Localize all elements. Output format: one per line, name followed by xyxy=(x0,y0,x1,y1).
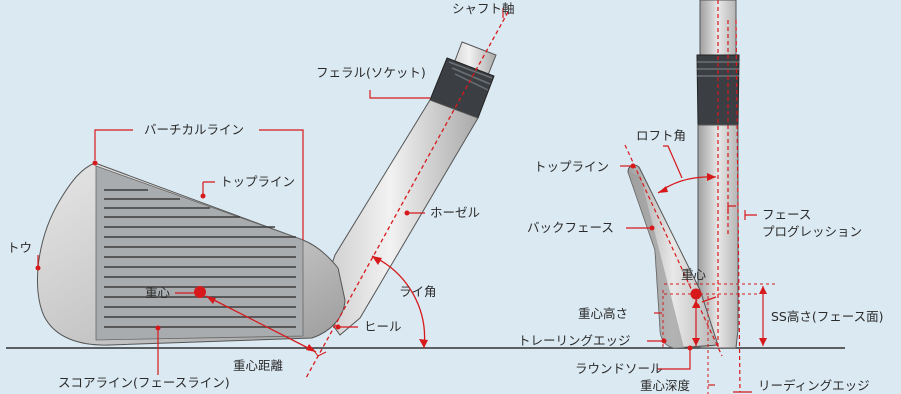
front-iron-club xyxy=(35,8,509,379)
label-vertical-line: バーチカルライン xyxy=(144,122,244,137)
label-loft-angle: ロフト角 xyxy=(636,128,686,143)
cog-distance-arrow xyxy=(205,295,317,353)
label-cog-side: 重心 xyxy=(681,267,707,282)
label-lie-angle: ライ角 xyxy=(399,284,437,299)
label-top-line-side: トップライン xyxy=(534,159,609,174)
label-ferrule: フェラル(ソケット) xyxy=(316,65,426,80)
cog-depth-arrow xyxy=(701,296,717,303)
face-plane-line xyxy=(624,144,723,357)
front-hosel xyxy=(317,99,479,336)
label-cog-distance: 重心距離 xyxy=(233,358,284,373)
score-lines xyxy=(104,189,296,328)
label-heel: ヒール xyxy=(364,319,402,334)
label-back-face: バックフェース xyxy=(527,220,614,235)
label-toe: トウ xyxy=(7,240,32,255)
label-leading-edge: リーディングエッジ xyxy=(758,378,870,393)
label-top-line-front: トップライン xyxy=(220,174,295,189)
label-cog-depth: 重心深度 xyxy=(640,378,691,393)
label-trailing-edge: トレーリングエッジ xyxy=(518,333,631,348)
vertical-line-bracket xyxy=(94,129,304,240)
front-face-panel xyxy=(95,165,304,341)
lie-angle-arc xyxy=(371,255,426,349)
label-score-line: スコアライン(フェースライン) xyxy=(58,375,230,390)
label-hosel: ホーゼル xyxy=(430,205,480,220)
label-ss-height: SS高さ(フェース面) xyxy=(771,309,884,324)
side-iron-club xyxy=(620,0,775,394)
front-cog-dot xyxy=(194,286,206,298)
label-face-progression-line2: プログレッション xyxy=(762,224,862,239)
label-shaft-axis: シャフト軸 xyxy=(452,1,515,16)
label-cog-height: 重心高さ xyxy=(578,306,628,321)
label-round-sole: ラウンドソール xyxy=(575,361,663,376)
label-cog-front: 重心 xyxy=(145,285,171,300)
label-face-progression-line1: フェース xyxy=(762,207,811,222)
